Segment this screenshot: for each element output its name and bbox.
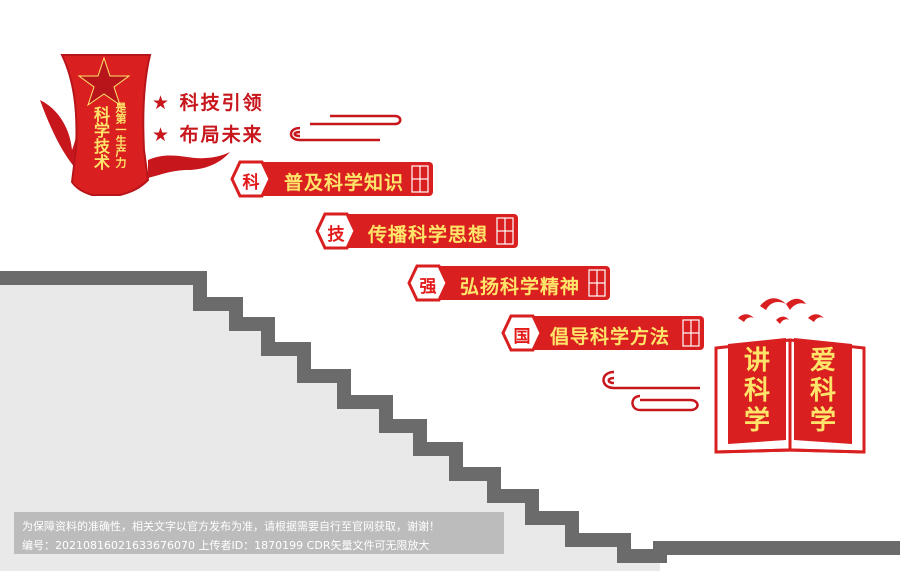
emblem-sub-text: 是第一生产力 xyxy=(114,102,127,168)
bird-icon xyxy=(738,298,824,324)
banner-2 xyxy=(315,212,518,250)
star-icon: ★ xyxy=(152,92,172,114)
banner-tag: 强 xyxy=(419,277,437,297)
banner-text: 传播科学思想 xyxy=(368,224,489,246)
ribbon-decor xyxy=(148,152,230,178)
banner-text: 弘扬科学精神 xyxy=(460,276,581,298)
banner-1 xyxy=(230,160,433,198)
banner-4 xyxy=(501,314,704,352)
slogan-text: 布局未来 xyxy=(179,124,264,146)
banner-text: 普及科学知识 xyxy=(284,172,405,194)
book-right-text: 爱科学 xyxy=(809,346,836,436)
slogan-2: ★ 布局未来 xyxy=(152,120,264,147)
slogan-1: ★ 科技引领 xyxy=(152,88,264,115)
banner-3 xyxy=(407,264,610,302)
star-icon xyxy=(77,56,131,107)
emblem-shield xyxy=(60,54,152,196)
open-book-icon xyxy=(714,338,866,454)
emblem-main-text: 科学技术 xyxy=(91,106,110,170)
ribbon-decor xyxy=(40,100,84,176)
book-left-text: 讲科学 xyxy=(743,346,770,436)
star-icon: ★ xyxy=(152,124,172,146)
banner-text: 倡导科学方法 xyxy=(550,326,671,348)
notice-bg xyxy=(14,512,504,554)
banner-tag: 科 xyxy=(242,173,260,193)
lattice-decor xyxy=(411,165,700,347)
banner-tag: 技 xyxy=(327,225,345,245)
notice-line-2: 编号：20210816021633676070 上传者ID：1870199 CD… xyxy=(22,539,430,552)
notice-line-1: 为保障资料的准确性，相关文字以官方发布为准，请根据需要自行至官网获取，谢谢！ xyxy=(22,520,440,533)
staircase-edge xyxy=(0,271,900,563)
slogan-text: 科技引领 xyxy=(179,92,264,114)
cloud-swirl-decor xyxy=(289,114,700,412)
banner-tag: 国 xyxy=(513,327,531,347)
